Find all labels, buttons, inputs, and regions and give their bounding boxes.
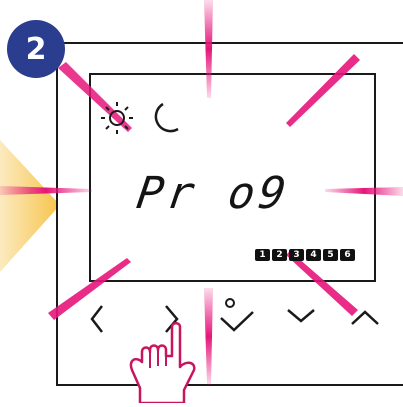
down-button[interactable] <box>287 309 315 323</box>
up-button[interactable] <box>351 310 379 325</box>
chevron-right-icon <box>165 305 179 333</box>
program-mode-text: Pr o9 <box>133 168 294 219</box>
confirm-button[interactable] <box>220 298 254 332</box>
pointer-arrow <box>0 140 60 272</box>
hand-icon <box>129 322 196 405</box>
day-indicator: 3 <box>289 249 304 261</box>
chevron-left-icon <box>90 305 103 333</box>
day-indicator: 2 <box>272 249 287 261</box>
sun-icon <box>101 102 133 134</box>
step-number-badge: 2 <box>7 20 65 78</box>
flash-rays <box>0 0 403 385</box>
check-icon <box>220 298 254 332</box>
day-indicator: 4 <box>306 249 321 261</box>
left-button[interactable] <box>90 305 103 333</box>
moon-icon <box>154 102 179 133</box>
day-indicator: 5 <box>323 249 338 261</box>
lcd-screen <box>89 73 376 282</box>
right-button[interactable] <box>165 305 179 333</box>
day-indicator: 1 <box>255 249 270 261</box>
day-indicators: 1 2 3 4 5 6 <box>255 249 355 261</box>
chevron-down-icon <box>287 309 315 323</box>
chevron-up-icon <box>351 310 379 325</box>
day-indicator: 6 <box>340 249 355 261</box>
